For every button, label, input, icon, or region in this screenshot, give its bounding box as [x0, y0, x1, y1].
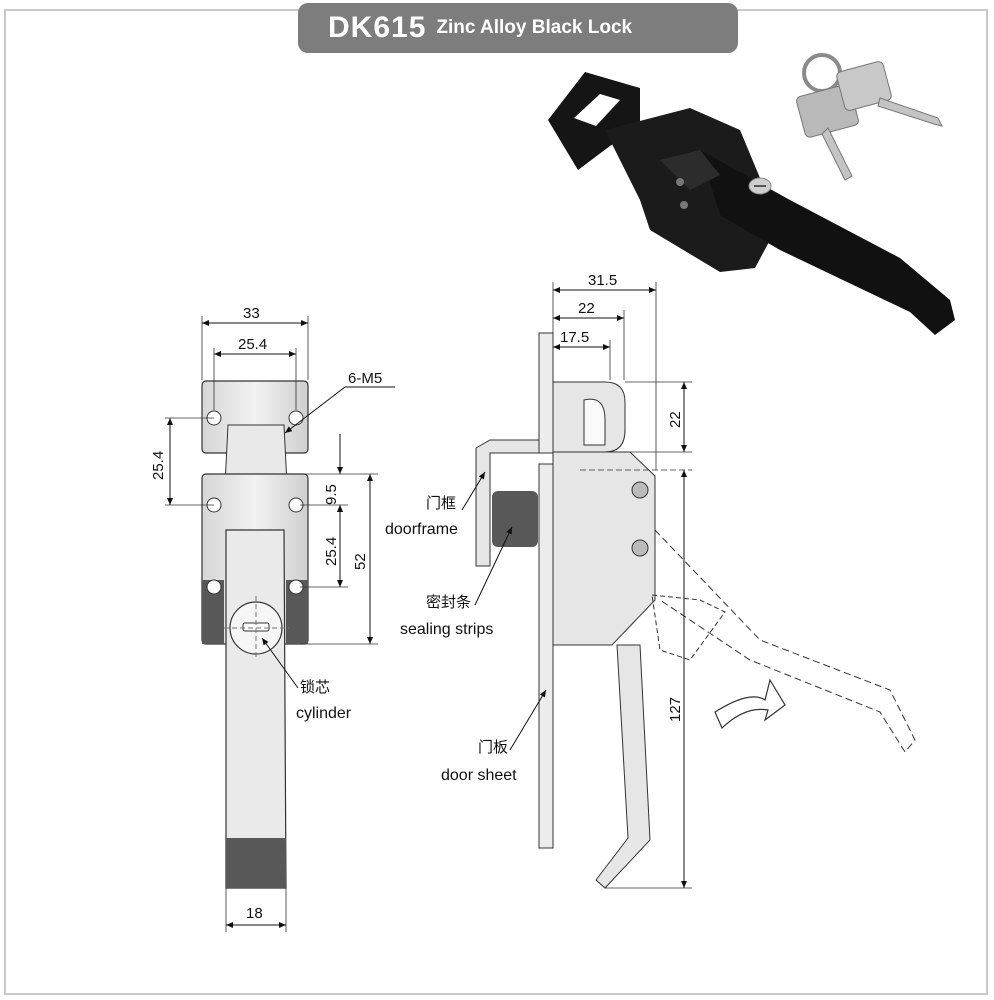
dim-total: 52 [352, 553, 369, 570]
dim-hole-spacing: 25.4 [238, 336, 267, 353]
sealing-label-cn: 密封条 [426, 593, 471, 611]
side-view: 31.5 22 17.5 22 127 门框 doorframe 密封条 sea… [385, 272, 916, 889]
doorframe-label-en: doorframe [385, 521, 458, 538]
doorframe-label-cn: 门框 [426, 494, 456, 512]
dim-width: 33 [243, 305, 260, 322]
dim-upper: 9.5 [323, 484, 340, 505]
title-badge: DK615 Zinc Alloy Black Lock [298, 3, 738, 53]
product-description: Zinc Alloy Black Lock [436, 17, 633, 38]
cylinder-label-cn: 锁芯 [300, 678, 330, 696]
product-photo [548, 53, 955, 335]
dim-mid: 25.4 [323, 537, 340, 566]
dim-vertical-spacing: 25.4 [150, 451, 167, 480]
product-code: DK615 [328, 11, 427, 44]
doorsheet-label-cn: 门板 [478, 738, 508, 756]
lock-image [548, 72, 955, 335]
keys-image [796, 53, 943, 181]
dim-top-total: 31.5 [588, 272, 617, 289]
dim-top-small: 17.5 [560, 329, 589, 346]
cylinder-label-en: cylinder [296, 705, 352, 722]
dim-right-long: 127 [667, 697, 684, 722]
dim-screw: 6-M5 [348, 370, 382, 387]
dim-top-mid: 22 [578, 300, 595, 317]
dim-handle-width: 18 [246, 905, 263, 922]
sealing-label-en: sealing strips [400, 621, 493, 638]
front-view: 33 25.4 6-M5 25.4 9.5 25.4 52 18 锁芯 [150, 305, 395, 932]
doorsheet-label-en: door sheet [441, 767, 517, 784]
dim-right-top: 22 [667, 411, 684, 428]
